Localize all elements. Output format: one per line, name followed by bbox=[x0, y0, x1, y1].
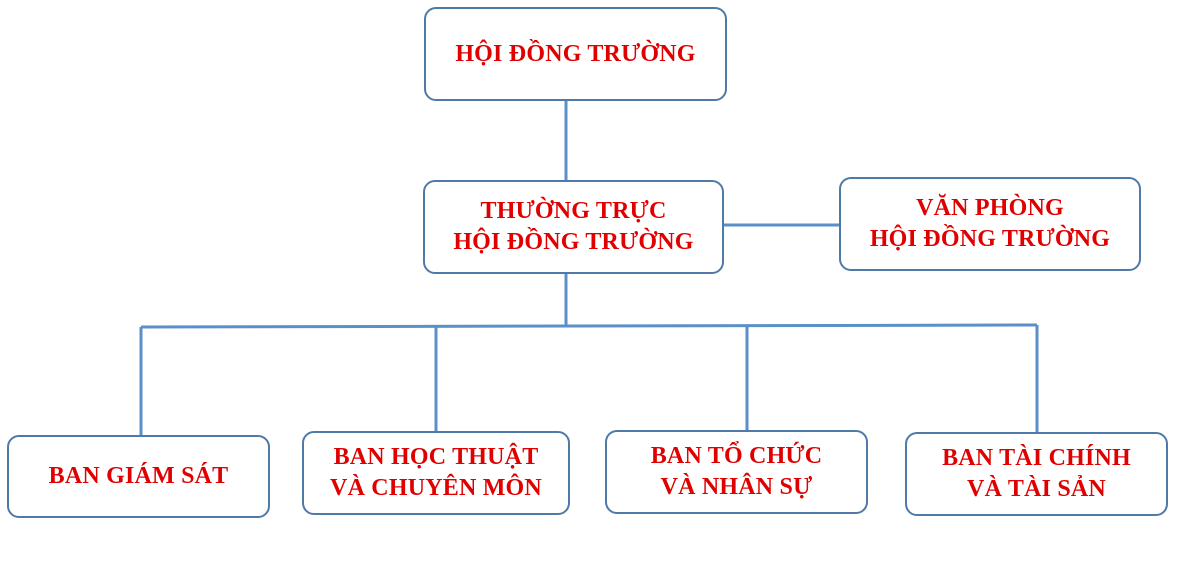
node-organization-board-line2: VÀ NHÂN SỰ bbox=[660, 474, 813, 500]
node-finance-board-line2: VÀ TÀI SẢN bbox=[967, 476, 1106, 502]
connector-horizontal-bus bbox=[140, 323, 1038, 329]
node-finance-board: BAN TÀI CHÍNH VÀ TÀI SẢN bbox=[905, 432, 1168, 516]
node-supervision-board-label: BAN GIÁM SÁT bbox=[48, 463, 229, 489]
node-standing-committee-line1: THƯỜNG TRỰC bbox=[480, 198, 667, 224]
node-council-office: VĂN PHÒNG HỘI ĐỒNG TRƯỜNG bbox=[839, 177, 1141, 271]
node-standing-committee-line2: HỘI ĐỒNG TRƯỜNG bbox=[453, 229, 694, 255]
node-school-council: HỘI ĐỒNG TRƯỜNG bbox=[424, 7, 727, 101]
node-organization-board: BAN TỔ CHỨC VÀ NHÂN SỰ bbox=[605, 430, 868, 514]
node-academic-board-line2: VÀ CHUYÊN MÔN bbox=[330, 475, 542, 501]
node-organization-board-line1: BAN TỔ CHỨC bbox=[650, 443, 823, 469]
node-academic-board-line1: BAN HỌC THUẬT bbox=[333, 444, 539, 470]
node-finance-board-line1: BAN TÀI CHÍNH bbox=[942, 445, 1131, 471]
node-standing-committee: THƯỜNG TRỰC HỘI ĐỒNG TRƯỜNG bbox=[423, 180, 724, 274]
node-council-office-line2: HỘI ĐỒNG TRƯỜNG bbox=[869, 226, 1111, 252]
node-council-office-line1: VĂN PHÒNG bbox=[916, 195, 1064, 221]
node-academic-board: BAN HỌC THUẬT VÀ CHUYÊN MÔN bbox=[302, 431, 570, 515]
node-supervision-board: BAN GIÁM SÁT bbox=[7, 435, 270, 518]
node-school-council-label: HỘI ĐỒNG TRƯỜNG bbox=[455, 40, 696, 67]
